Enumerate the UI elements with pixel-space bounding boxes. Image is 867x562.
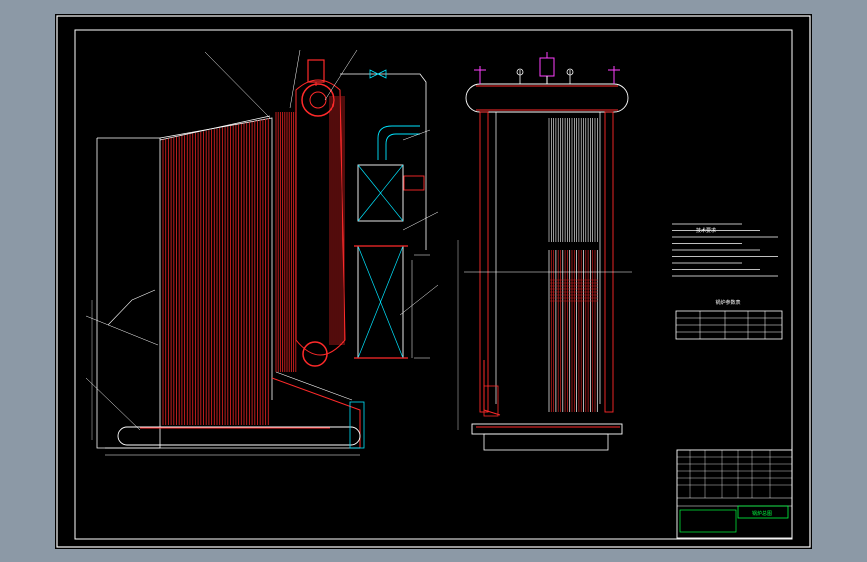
- valve-icon: [369, 69, 387, 79]
- spec-table-title: 锅炉参数表: [715, 299, 740, 306]
- safety-valve-icon: [307, 59, 325, 83]
- economizer-section: [354, 125, 439, 359]
- water-wall-tubes: [275, 96, 345, 372]
- title-block-label: 锅炉总图: [752, 510, 772, 517]
- front-elevation-view: [457, 52, 632, 451]
- upper-drum: [465, 83, 629, 113]
- drawing-sheet: [55, 14, 812, 549]
- convection-tube-bank: [162, 118, 269, 425]
- spec-table: 锅炉参数表: [675, 299, 783, 340]
- inner-frame: [74, 29, 793, 540]
- outer-frame: [56, 15, 811, 548]
- side-elevation-view: [85, 49, 427, 456]
- front-tube-bank: [548, 118, 598, 412]
- technical-notes: 技术要求: [672, 223, 778, 277]
- chain-grate: [117, 426, 361, 446]
- drum-icon: [301, 83, 335, 117]
- safety-valve-icon: [539, 52, 555, 84]
- fan-icon: [403, 175, 425, 191]
- title-block: 锅炉总图: [676, 449, 793, 539]
